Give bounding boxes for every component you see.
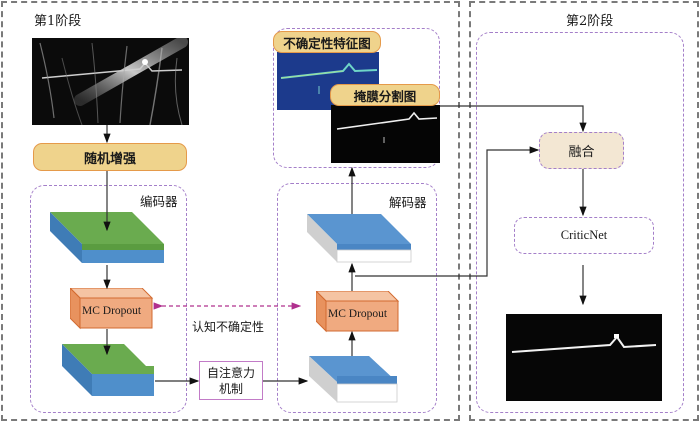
- encoder-layer-2: [62, 344, 154, 396]
- fusion-label: 融合: [568, 145, 595, 160]
- epistemic-uncertainty-label: 认知不确定性: [192, 320, 265, 334]
- decoder-layer-1: [309, 356, 398, 403]
- encoder-layer-2-front: [92, 374, 154, 396]
- stage2-title: 第2阶段: [566, 14, 614, 29]
- encoder-layer-1-front: [82, 250, 164, 263]
- encoder-label: 编码器: [140, 194, 178, 209]
- fusion-block: 融合: [539, 132, 624, 169]
- random-augmentation-block: 随机增强: [33, 143, 187, 171]
- criticnet-block: CriticNet: [514, 217, 654, 254]
- mask-label: 掩膜分割图: [353, 88, 417, 104]
- mask-label-box: 掩膜分割图: [330, 84, 440, 106]
- decoder-layer-1-top: [309, 356, 397, 382]
- encoder-layer-1: [50, 212, 164, 263]
- decoder-mc-dropout-block: [316, 291, 400, 333]
- encoder-mc-dropout-block: [70, 288, 154, 330]
- refined-output-image: [506, 314, 662, 401]
- input-image-graphic: [39, 38, 188, 125]
- encoder-layer-2-side: [62, 344, 92, 396]
- decoder-layer-2: [307, 214, 412, 263]
- stage1-title: 第1阶段: [34, 14, 82, 29]
- mask-segmentation-image: [331, 105, 440, 163]
- self-attention-label-line2: 机制: [218, 381, 243, 396]
- self-attention-label-line1: 自注意力: [206, 365, 255, 380]
- uncertainty-map-label: 不确定性特征图: [283, 35, 371, 51]
- decoder-layer-1-side: [309, 356, 337, 402]
- decoder-layer-1-front: [336, 383, 398, 403]
- uncertainty-map-label-box: 不确定性特征图: [273, 31, 381, 53]
- decoder-layer-2-front: [336, 249, 412, 263]
- encoder-group: [30, 185, 187, 413]
- self-attention-block: 自注意力 机制: [199, 361, 263, 400]
- criticnet-label: CriticNet: [560, 228, 608, 242]
- input-image: [32, 38, 189, 125]
- decoder-label: 解码器: [389, 195, 427, 210]
- encoder-mc-dropout-label: MC Dropout: [82, 305, 142, 317]
- decoder-layer-2-side: [307, 214, 337, 262]
- encoder-layer-1-side: [50, 212, 82, 263]
- decoder-mc-dropout-label: MC Dropout: [328, 308, 388, 320]
- random-augmentation-label: 随机增强: [83, 151, 136, 167]
